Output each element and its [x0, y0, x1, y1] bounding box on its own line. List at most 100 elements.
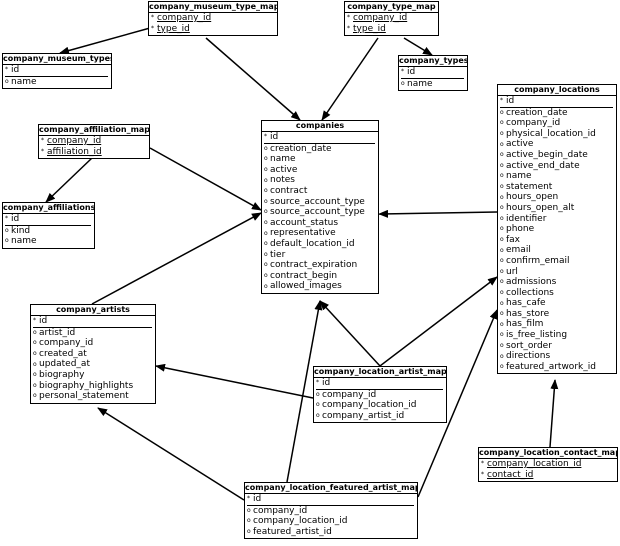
- primary-key-field: *id: [264, 132, 375, 144]
- foreign-key-field: *affiliation_id: [41, 147, 146, 158]
- relation-arrow-company-location-artist-map-to-company-artists: [155, 363, 314, 399]
- field-name: id: [11, 214, 20, 224]
- field-name: identifier: [506, 213, 547, 224]
- required-marker-icon: *: [33, 317, 36, 325]
- field-name: id: [506, 96, 515, 106]
- table-title: company_location_contact_map: [479, 448, 617, 459]
- required-marker-icon: *: [151, 24, 154, 32]
- field-name: source_account_type: [270, 196, 365, 207]
- optional-marker-icon: o: [33, 339, 37, 347]
- field-list: *company_id*type_id: [345, 13, 438, 35]
- field-name: is_free_listing: [506, 330, 568, 341]
- field-name: physical_location_id: [506, 128, 596, 139]
- field-list: *company_location_id*contact_id: [479, 459, 617, 481]
- field-name: type_id: [353, 23, 386, 34]
- relation-arrow-company-artists-to-companies: [91, 212, 262, 305]
- field-name: biography_highlights: [39, 380, 134, 391]
- optional-marker-icon: o: [500, 257, 504, 265]
- optional-marker-icon: o: [264, 155, 268, 163]
- optional-marker-icon: o: [33, 371, 37, 379]
- optional-marker-icon: o: [500, 288, 504, 296]
- optional-marker-icon: o: [500, 130, 504, 138]
- required-marker-icon: *: [151, 14, 154, 22]
- optional-marker-icon: o: [33, 328, 37, 336]
- required-marker-icon: *: [347, 14, 350, 22]
- optional-marker-icon: o: [33, 360, 37, 368]
- field-name: creation_date: [270, 143, 332, 154]
- primary-key-field: *id: [5, 214, 91, 226]
- required-marker-icon: *: [264, 133, 267, 141]
- field-name: id: [253, 494, 262, 504]
- table-title: company_museum_type_map: [149, 2, 277, 13]
- required-marker-icon: *: [247, 495, 250, 503]
- field-name: id: [407, 67, 416, 77]
- optional-marker-icon: o: [316, 412, 320, 420]
- table-title: company_types: [399, 56, 467, 67]
- field-name: company_id: [253, 505, 308, 516]
- primary-key-field: *id: [316, 378, 443, 390]
- primary-key-field: *id: [247, 494, 414, 506]
- field-name: contact_id: [487, 469, 534, 480]
- field-name: has_store: [506, 308, 550, 319]
- field-name: collections: [506, 287, 554, 298]
- field-name: kind: [11, 225, 31, 236]
- field-name: created_at: [39, 348, 87, 359]
- foreign-key-field: *type_id: [151, 24, 274, 35]
- optional-marker-icon: o: [500, 299, 504, 307]
- foreign-key-field: *company_id: [41, 136, 146, 147]
- required-marker-icon: *: [347, 24, 350, 32]
- optional-marker-icon: o: [500, 183, 504, 191]
- required-marker-icon: *: [401, 68, 404, 76]
- optional-marker-icon: o: [500, 341, 504, 349]
- field-name: statement: [506, 181, 553, 192]
- foreign-key-field: *company_id: [347, 13, 435, 24]
- optional-marker-icon: o: [264, 272, 268, 280]
- optional-marker-icon: o: [33, 392, 37, 400]
- optional-marker-icon: o: [316, 401, 320, 409]
- foreign-key-field: *contact_id: [481, 470, 614, 481]
- field-name: email: [506, 245, 531, 256]
- optional-marker-icon: o: [316, 390, 320, 398]
- field-name: notes: [270, 175, 295, 186]
- field-name: account_status: [270, 217, 339, 228]
- optional-marker-icon: o: [500, 140, 504, 148]
- relation-arrow-company-location-artist-map-to-company-locations: [379, 276, 498, 367]
- optional-marker-icon: o: [5, 77, 9, 85]
- field-name: active_end_date: [506, 160, 580, 171]
- field-name: company_id: [157, 13, 212, 23]
- required-marker-icon: *: [481, 470, 484, 478]
- optional-marker-icon: o: [500, 246, 504, 254]
- optional-marker-icon: o: [5, 226, 9, 234]
- optional-marker-icon: o: [500, 331, 504, 339]
- optional-marker-icon: o: [500, 193, 504, 201]
- optional-marker-icon: o: [247, 517, 251, 525]
- field-name: default_location_id: [270, 238, 355, 249]
- field-name: company_id: [322, 389, 377, 400]
- optional-marker-icon: o: [264, 197, 268, 205]
- table-title: company_affiliation_map: [39, 125, 149, 136]
